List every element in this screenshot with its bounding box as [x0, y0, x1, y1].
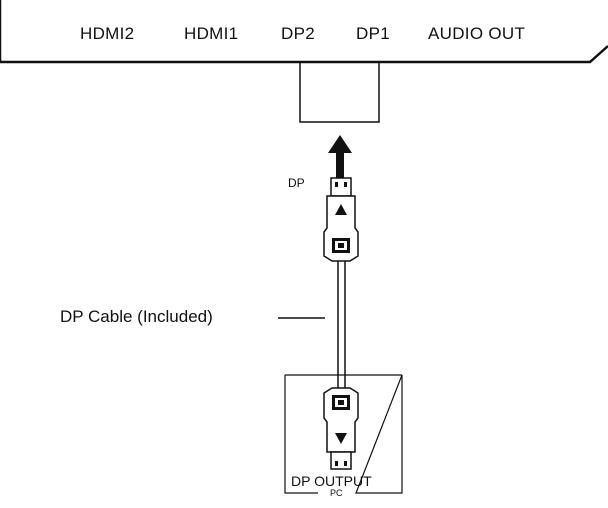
insert-arrow-icon	[328, 135, 352, 180]
dp-connector-bottom-icon	[323, 387, 359, 470]
cable-label: DP Cable (Included)	[60, 307, 213, 326]
pc-caption: PC	[330, 488, 343, 498]
pc-box	[284, 374, 403, 494]
port-label-dp2: DP2	[281, 24, 315, 43]
dp-output-label: DP OUTPUT	[291, 473, 372, 489]
dp-connector-top-icon	[323, 177, 359, 262]
port-label-hdmi1: HDMI1	[184, 24, 238, 43]
port-callout-box	[299, 63, 380, 123]
dp-cable	[337, 261, 346, 388]
connector-top-label: DP	[288, 176, 305, 190]
port-label-audio-out: AUDIO OUT	[428, 24, 525, 43]
port-label-dp1: DP1	[356, 24, 390, 43]
port-label-hdmi2: HDMI2	[80, 24, 134, 43]
monitor-port-panel: HDMI2 HDMI1 DP2 DP1 AUDIO OUT	[0, 0, 608, 64]
